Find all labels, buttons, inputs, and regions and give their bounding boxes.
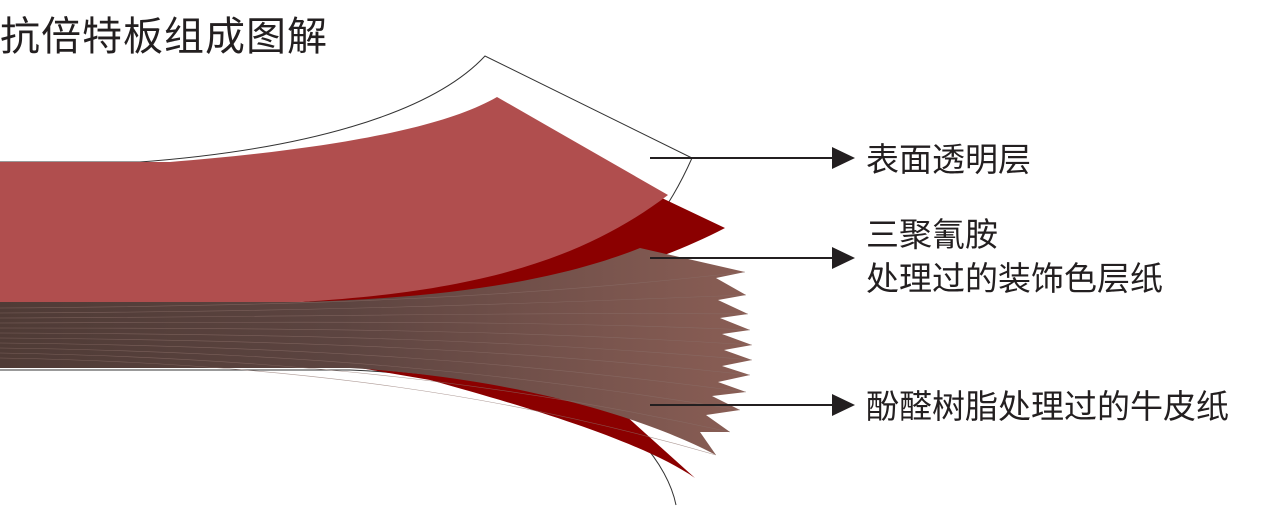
arrow-surface [650, 147, 855, 169]
label-surface-layer: 表面透明层 [866, 140, 1031, 179]
arrow-decor [650, 247, 855, 269]
kraft-paper-stack [0, 248, 753, 456]
diagram-title: 抗倍特板组成图解 [0, 14, 328, 60]
arrow-kraft [650, 394, 855, 416]
surface-layer [0, 97, 668, 302]
label-decor-layer: 三聚氰胺 处理过的装饰色层纸 [866, 213, 1163, 301]
label-kraft-layer: 酚醛树脂处理过的牛皮纸 [866, 387, 1229, 426]
label-decor-line2: 处理过的装饰色层纸 [866, 259, 1163, 298]
label-decor-line1: 三聚氰胺 [866, 215, 998, 254]
